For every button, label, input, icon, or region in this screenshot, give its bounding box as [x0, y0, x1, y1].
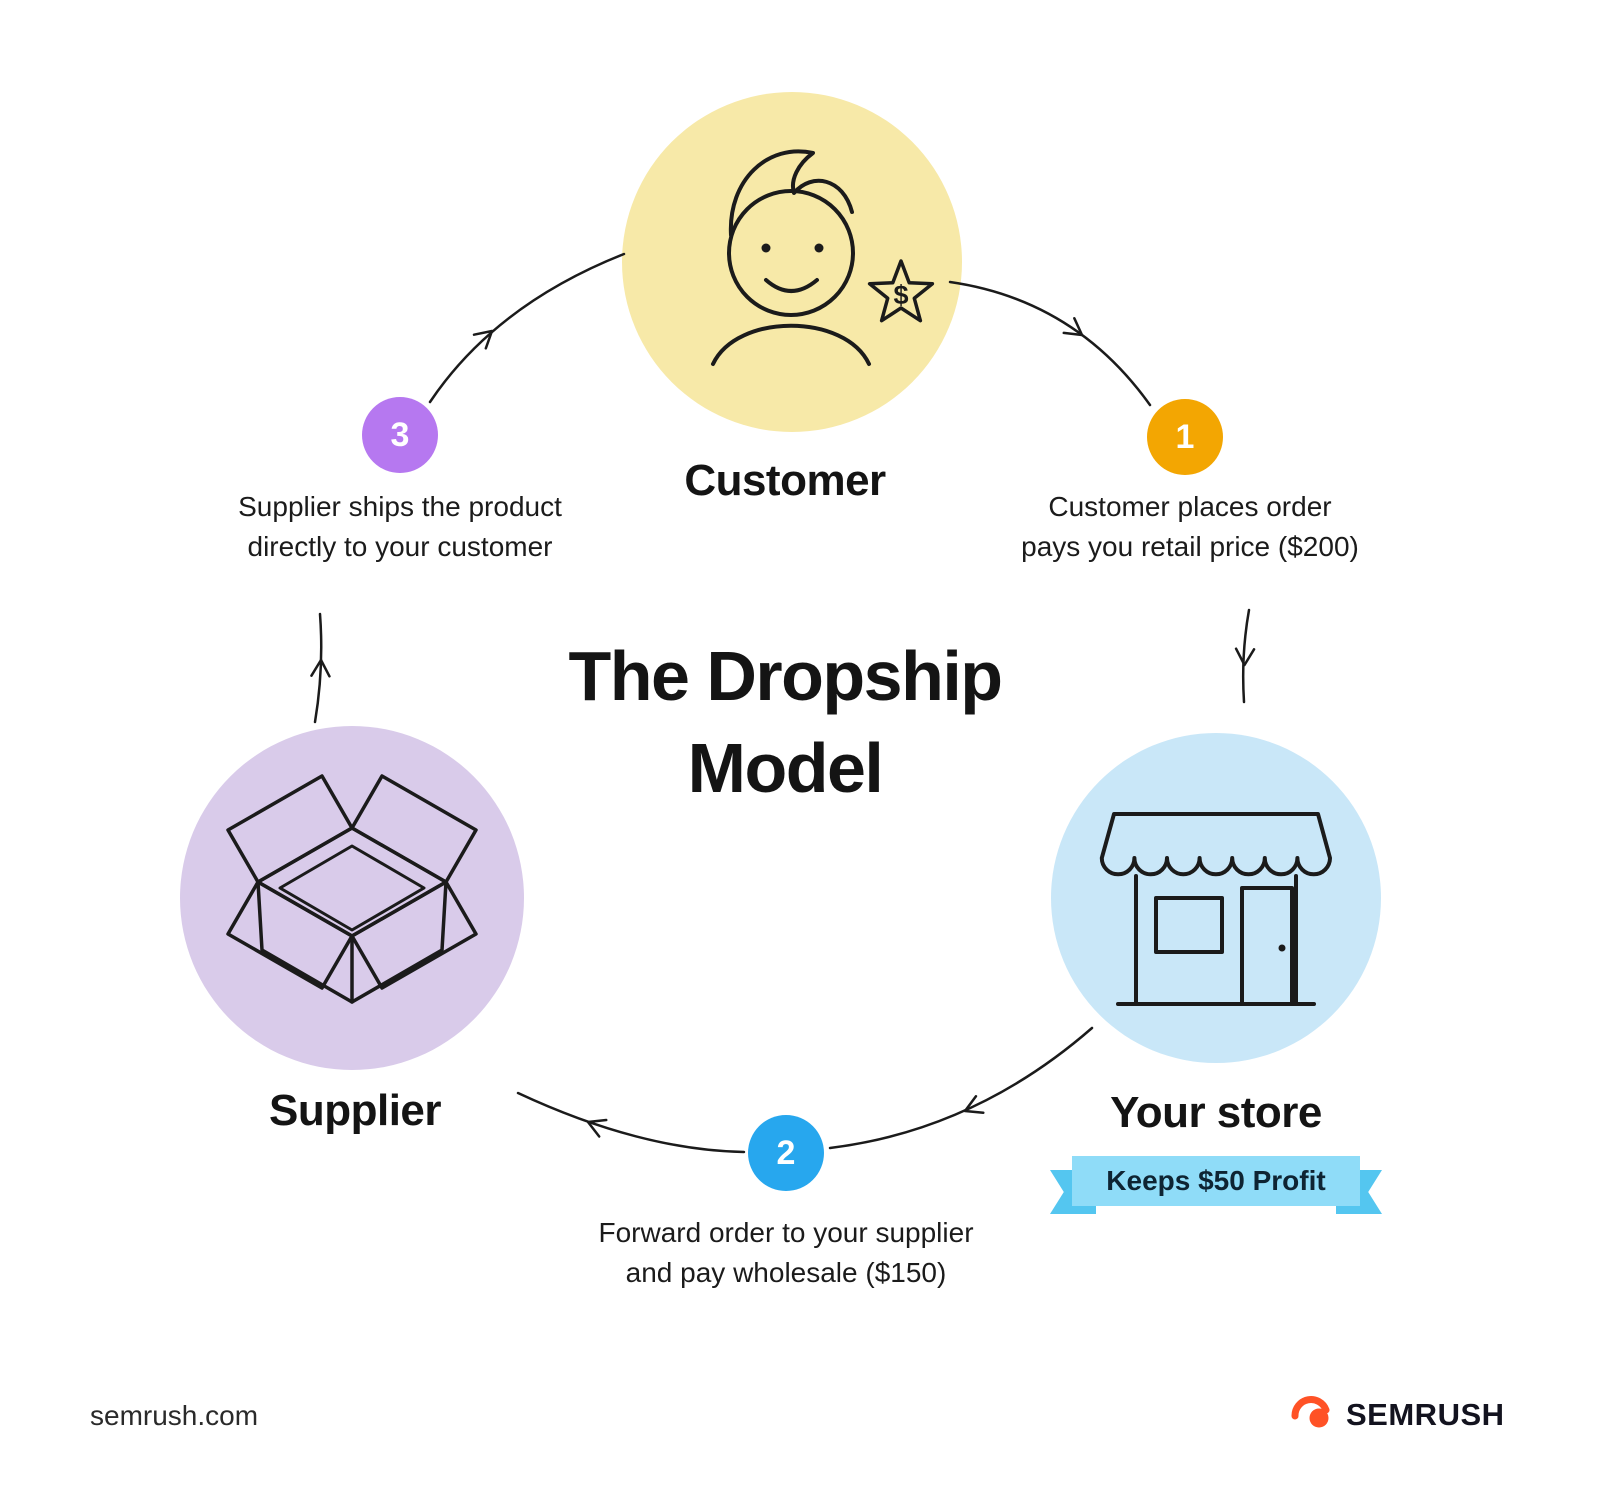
ribbon-text: Keeps $50 Profit [1106, 1165, 1326, 1196]
step-3-badge: 3 [362, 397, 438, 473]
arc-supplier-to-step3 [313, 612, 323, 724]
step-2-text-line-1: Forward order to your supplier [598, 1217, 974, 1248]
semrush-logo-icon [1291, 1396, 1330, 1428]
arc-customer-to-step1 [948, 280, 1152, 407]
step-3-text: Supplier ships the product directly to y… [150, 487, 650, 567]
step-1-text: Customer places order pays you retail pr… [940, 487, 1440, 567]
step-3-text-line-2: directly to your customer [247, 531, 553, 562]
step-1-text-line-1: Customer places order [1048, 491, 1332, 522]
step-1-text-line-2: pays you retail price ($200) [1021, 531, 1359, 562]
semrush-wordmark: SEMRUSH [1346, 1397, 1505, 1432]
arc-step3-to-customer [428, 252, 626, 404]
step-1-number: 1 [1175, 417, 1195, 456]
step-2-number: 2 [776, 1133, 796, 1172]
ribbon-band: Keeps $50 Profit [1072, 1156, 1360, 1206]
step-2-text-line-2: and pay wholesale ($150) [625, 1257, 947, 1288]
step-2-badge: 2 [748, 1115, 824, 1191]
your-store-label: Your store [1110, 1088, 1322, 1137]
arc-step1-to-store [1241, 608, 1251, 704]
page-title-line-2: Model [687, 729, 884, 807]
profit-ribbon: Keeps $50 Profit [1050, 1156, 1382, 1216]
semrush-brand: SEMRUSH [1290, 1394, 1505, 1436]
step-3-number: 3 [390, 415, 410, 454]
step-1-badge: 1 [1147, 399, 1223, 475]
step-3-text-line-1: Supplier ships the product [238, 491, 562, 522]
website-url: semrush.com [90, 1400, 259, 1431]
step-2-text: Forward order to your supplier and pay w… [536, 1213, 1036, 1293]
supplier-label: Supplier [268, 1086, 442, 1135]
page-title-line-1: The Dropship [568, 637, 1003, 715]
customer-circle [622, 92, 962, 432]
page-title: The Dropship Model [435, 630, 1135, 814]
customer-label: Customer [684, 456, 886, 505]
